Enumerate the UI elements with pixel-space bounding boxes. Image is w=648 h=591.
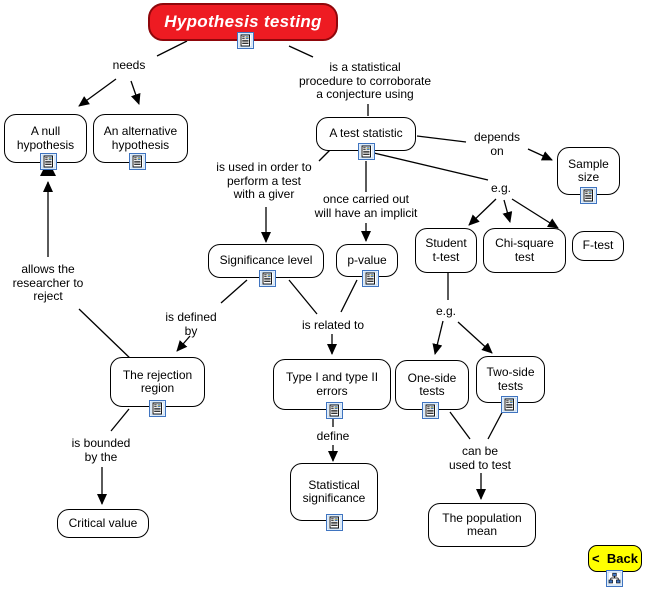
link-label-depends-on: depends on [473, 130, 521, 158]
resource-icon[interactable] [362, 270, 379, 287]
node-p-value-label: p-value [347, 252, 387, 267]
resource-icon[interactable] [129, 153, 146, 170]
link-label-can-be: can be used to test [448, 444, 512, 472]
node-critical-value-label: Critical value [68, 515, 138, 530]
node-hypothesis-testing: Hypothesis testing [148, 3, 338, 41]
resource-icon[interactable] [40, 153, 57, 170]
node-sample-size-label: Sample size [568, 156, 609, 184]
node-alternative-hypothesis-label: An alternative hypothesis [103, 124, 178, 152]
node-rejection-region: The rejection region [110, 357, 205, 407]
node-student-t-test-label: Student t-test [425, 236, 467, 264]
resource-icon[interactable] [358, 143, 375, 160]
node-type-errors: Type I and type II errors [273, 359, 391, 410]
node-test-statistic-label: A test statistic [329, 126, 403, 141]
node-two-side-tests-label: Two-side tests [486, 365, 535, 393]
node-chi-square-test-label: Chi-square test [495, 236, 554, 264]
link-label-is-related: is related to [301, 318, 365, 332]
link-label-is-used: is used in order to perform a test with … [216, 160, 312, 201]
resource-icon[interactable] [580, 187, 597, 204]
node-hypothesis-testing-label: Hypothesis testing [164, 12, 322, 32]
node-chi-square-test: Chi-square test [483, 228, 566, 273]
node-significance-level-label: Significance level [219, 253, 313, 268]
sitemap-icon[interactable] [606, 570, 623, 587]
resource-icon[interactable] [237, 32, 254, 49]
node-critical-value: Critical value [57, 509, 149, 538]
resource-icon[interactable] [422, 402, 439, 419]
resource-icon[interactable] [259, 270, 276, 287]
back-button[interactable]: < Back [588, 545, 642, 572]
resource-icon[interactable] [326, 402, 343, 419]
node-rejection-region-label: The rejection region [122, 367, 193, 395]
node-one-side-tests: One-side tests [395, 360, 469, 410]
link-label-allows: allows the researcher to reject [12, 262, 84, 303]
node-test-statistic: A test statistic [316, 117, 416, 151]
resource-icon[interactable] [149, 400, 166, 417]
node-type-errors-label: Type I and type II errors [285, 370, 379, 398]
resource-icon[interactable] [326, 514, 343, 531]
resource-icon[interactable] [501, 396, 518, 413]
link-label-is-defined: is defined by [165, 310, 217, 338]
link-label-is-bounded: is bounded by the [71, 436, 131, 464]
link-label-needs: needs [112, 58, 146, 72]
link-label-eg1: e.g. [490, 181, 511, 195]
monitor-stand-icon [40, 170, 56, 176]
node-two-side-tests: Two-side tests [476, 356, 545, 403]
node-population-mean-label: The population mean [442, 510, 522, 538]
link-label-once-carried: once carried out will have an implicit [314, 192, 418, 220]
node-f-test: F-test [572, 231, 624, 261]
node-student-t-test: Student t-test [415, 228, 477, 273]
node-statistical-significance: Statistical significance [290, 463, 378, 521]
node-one-side-tests-label: One-side tests [407, 370, 457, 398]
node-null-hypothesis: A null hypothesis [4, 114, 87, 163]
node-null-hypothesis-label: A null hypothesis [16, 124, 75, 152]
link-label-eg2: e.g. [435, 304, 456, 318]
link-label-define: define [316, 429, 350, 443]
node-population-mean: The population mean [428, 503, 536, 547]
node-statistical-significance-label: Statistical significance [302, 477, 366, 505]
node-f-test-label: F-test [582, 238, 614, 253]
link-label-is-statistical: is a statistical procedure to corroborat… [298, 60, 432, 101]
